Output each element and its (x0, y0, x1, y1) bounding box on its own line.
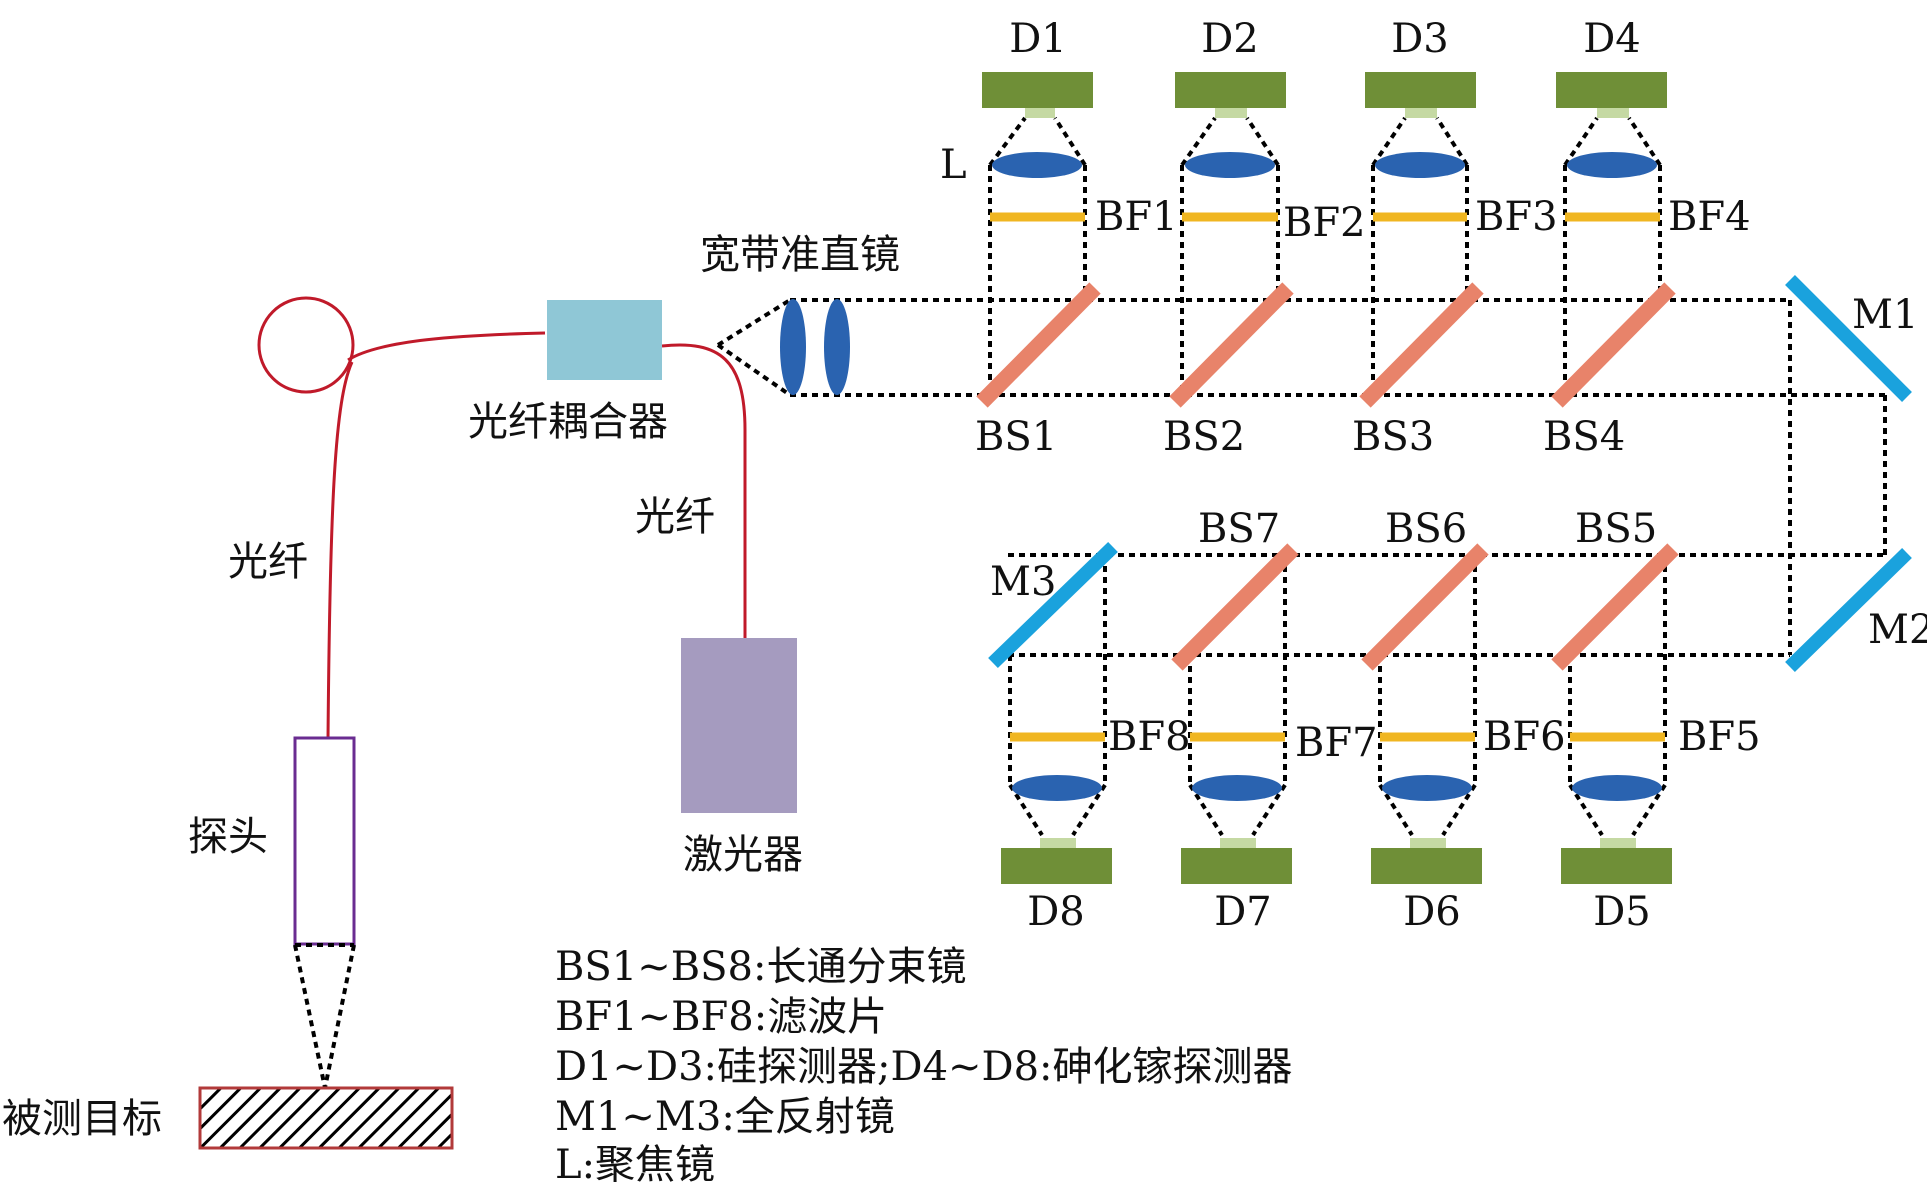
legend-line-1: BS1~BS8:长通分束镜 (555, 944, 966, 990)
label-bs3: BS3 (1352, 414, 1434, 460)
splitter-bs4 (1551, 282, 1676, 408)
splitter-bs7 (1171, 543, 1299, 671)
label-laser: 激光器 (683, 832, 803, 878)
label-bf7: BF7 (1295, 720, 1378, 766)
collimator-lens-1 (780, 299, 806, 395)
label-d4: D4 (1583, 16, 1641, 62)
focus-lens (1567, 152, 1657, 178)
detector-window (1215, 108, 1247, 118)
label-m1: M1 (1852, 292, 1918, 338)
splitter-bs5 (1551, 543, 1679, 671)
label-m2: M2 (1868, 607, 1927, 653)
focus-lens (1375, 152, 1465, 178)
detector-window (1040, 838, 1076, 848)
top-splitters (976, 282, 1676, 408)
label-d3: D3 (1391, 16, 1449, 62)
label-bf3: BF3 (1475, 194, 1558, 240)
label-target: 被测目标 (2, 1096, 162, 1142)
detector-d8 (1001, 848, 1112, 884)
legend-line-4: M1~M3:全反射镜 (555, 1094, 895, 1140)
legend-line-5: L:聚焦镜 (555, 1142, 715, 1188)
label-d6: D6 (1403, 889, 1461, 935)
label-fiber-left: 光纤 (228, 539, 308, 585)
label-d2: D2 (1201, 16, 1259, 62)
mirror-m2 (1785, 547, 1912, 673)
label-bs4: BS4 (1543, 414, 1625, 460)
label-broadband-collimator: 宽带准直镜 (700, 232, 900, 278)
label-fiber-coupler: 光纤耦合器 (468, 399, 668, 445)
splitter-bs3 (1359, 282, 1484, 408)
focus-lens (1572, 775, 1662, 801)
label-bs2: BS2 (1163, 414, 1245, 460)
probe-beam-cone (293, 943, 356, 1089)
detector-window (1597, 108, 1629, 118)
focus-lens (1382, 775, 1472, 801)
detector-d1 (982, 72, 1093, 108)
splitter-bs1 (976, 282, 1101, 408)
label-d8: D8 (1027, 889, 1085, 935)
fiber-to-laser (661, 343, 747, 638)
splitter-bs6 (1361, 543, 1489, 671)
beam-paths (716, 298, 1887, 657)
text-labels: D1 D2 D3 D4 L BF1 BF2 BF3 BF4 宽带准直镜 BS1 … (2, 16, 1927, 1142)
label-bs5: BS5 (1575, 506, 1657, 552)
label-probe: 探头 (188, 814, 268, 860)
label-focus-lens: L (940, 142, 967, 188)
detector-d4 (1556, 72, 1667, 108)
detector-d3 (1365, 72, 1476, 108)
bottom-detector-group (1001, 838, 1672, 884)
label-m3: M3 (990, 559, 1056, 605)
label-bf4: BF4 (1668, 194, 1751, 240)
collimator-lens-2 (824, 299, 850, 395)
detector-d7 (1181, 848, 1292, 884)
top-columns (988, 116, 1662, 395)
label-d5: D5 (1593, 889, 1651, 935)
probe (293, 736, 356, 946)
fiber-lines (257, 296, 747, 741)
detector-d5 (1561, 848, 1672, 884)
measured-target (198, 1086, 454, 1150)
top-focus-lenses (992, 152, 1657, 178)
label-bf1: BF1 (1095, 194, 1178, 240)
focus-lens (992, 152, 1082, 178)
fiber-to-probe (326, 361, 354, 741)
label-bf8: BF8 (1108, 714, 1191, 760)
splitter-bs2 (1169, 282, 1294, 408)
detector-window (1025, 108, 1055, 118)
focus-lens (1185, 152, 1275, 178)
fiber-loop (257, 296, 355, 394)
fiber-to-coupler (347, 331, 546, 362)
laser (681, 638, 797, 813)
mirror-m1 (1785, 275, 1912, 402)
label-bf2: BF2 (1283, 200, 1366, 246)
label-d7: D7 (1214, 889, 1272, 935)
legend-line-3: D1~D3:硅探测器;D4~D8:砷化镓探测器 (555, 1044, 1293, 1090)
fiber-coupler (547, 300, 662, 380)
detector-window (1600, 838, 1636, 848)
label-bs1: BS1 (975, 414, 1057, 460)
label-fiber-right: 光纤 (635, 494, 715, 540)
label-bs7: BS7 (1198, 506, 1280, 552)
mirror-m3 (988, 541, 1118, 669)
detector-d6 (1371, 848, 1482, 884)
detector-window (1410, 838, 1446, 848)
mirrors (988, 275, 1912, 673)
focus-lens (1012, 775, 1102, 801)
label-bs6: BS6 (1385, 506, 1467, 552)
focus-lens (1192, 775, 1282, 801)
top-detector-group (982, 72, 1667, 118)
bottom-splitters (1171, 543, 1679, 671)
legend-line-2: BF1~BF8:滤波片 (555, 994, 887, 1040)
bottom-columns (1008, 555, 1667, 837)
bottom-focus-lenses (1012, 775, 1662, 801)
label-bf5: BF5 (1678, 714, 1761, 760)
legend: BS1~BS8:长通分束镜 BF1~BF8:滤波片 D1~D3:硅探测器;D4~… (555, 944, 1293, 1188)
label-bf6: BF6 (1483, 714, 1566, 760)
label-d1: D1 (1009, 16, 1067, 62)
detector-window (1220, 838, 1256, 848)
detector-window (1405, 108, 1437, 118)
detector-d2 (1175, 72, 1286, 108)
